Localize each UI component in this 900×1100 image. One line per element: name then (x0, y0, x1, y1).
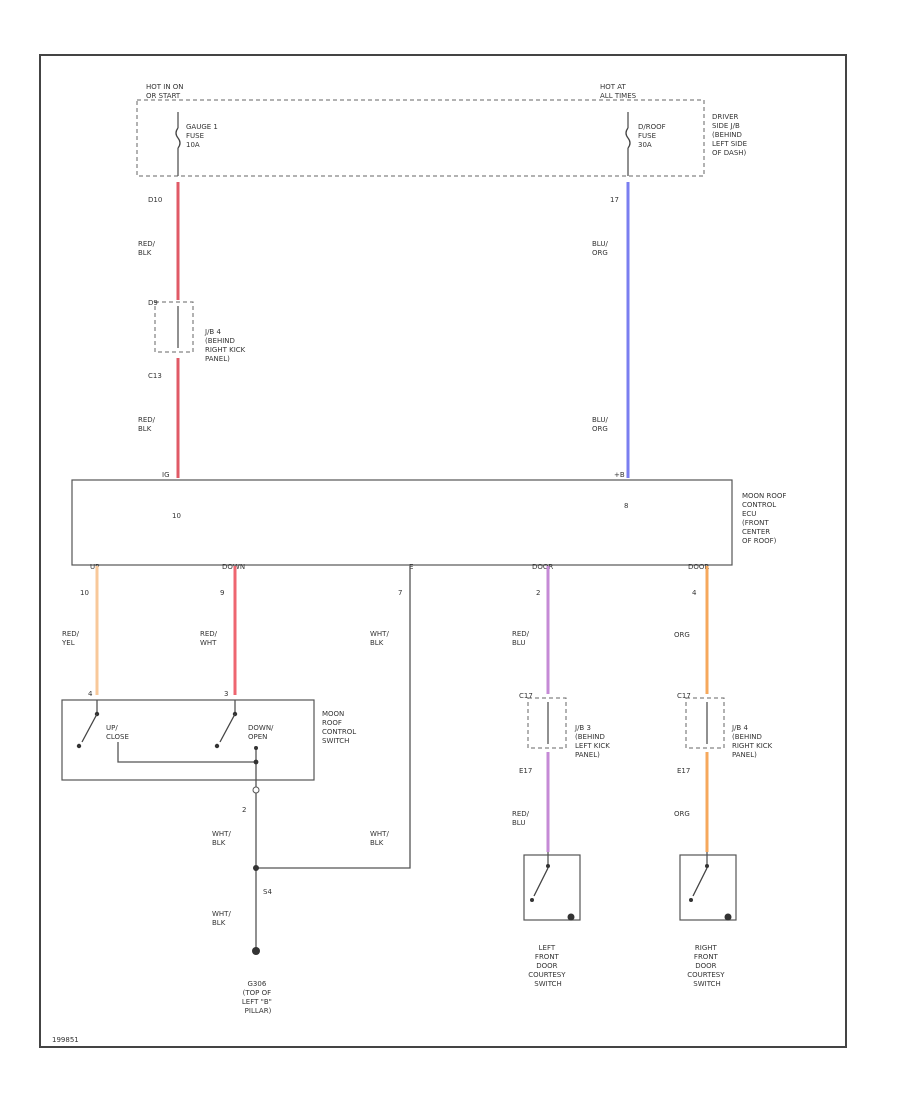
pin-17: 17 (610, 196, 619, 204)
up-close-label: UP/ CLOSE (106, 724, 129, 741)
right-front-door-courtesy-switch: RIGHT FRONT DOOR COURTESY SWITCH (679, 852, 737, 988)
droof-fuse-label: D/ROOF FUSE 30A (638, 123, 668, 149)
ground-label: G306 (TOP OF LEFT "B" PILLAR) (242, 980, 274, 1015)
jb4-right-kick-lower: C17 J/B 4 (BEHIND RIGHT KICK PANEL) E17 (677, 692, 774, 775)
ecu-label: MOON ROOF CONTROL ECU (FRONT CENTER OF R… (742, 492, 789, 545)
switch-pin-gnd: 2 (242, 806, 246, 814)
jb3-label: J/B 3 (BEHIND LEFT KICK PANEL) (574, 724, 612, 759)
wht-blk-label-ground: WHT/ BLK (212, 910, 233, 927)
driver-side-jb-label: DRIVER SIDE J/B (BEHIND LEFT SIDE OF DAS… (712, 113, 749, 157)
hot-in-on-label: HOT IN ON OR START (146, 83, 186, 100)
jb4b-pin-top: C17 (677, 692, 691, 700)
ecu-out-pin-9: 9 (220, 589, 224, 597)
ecu-out-pin-10: 10 (80, 589, 89, 597)
wht-blk-label-switch: WHT/ BLK (212, 830, 233, 847)
blu-org-label-upper: BLU/ ORG (592, 240, 610, 257)
right-door-switch-label: RIGHT FRONT DOOR COURTESY SWITCH (687, 944, 727, 988)
switch-ground-pin (252, 786, 260, 794)
hot-at-all-times-label: HOT AT ALL TIMES (600, 83, 637, 100)
gauge-fuse-label: GAUGE 1 FUSE 10A (186, 123, 220, 149)
red-wht-label: RED/ WHT (200, 630, 219, 647)
wht-blk-label-right: WHT/ BLK (370, 830, 391, 847)
red-blu-label-upper: RED/ BLU (512, 630, 531, 647)
splice-s4 (253, 865, 259, 871)
ecu-out-door-left: DOOR (532, 563, 553, 571)
ecu-out-up: UP (90, 563, 99, 571)
org-label-upper: ORG (674, 631, 690, 639)
ground-g306 (252, 947, 260, 955)
ecu-out-pin-4: 4 (692, 589, 697, 597)
ecu-out-pin-7: 7 (398, 589, 402, 597)
jb4b-pin-bottom: E17 (677, 767, 690, 775)
ecu-pin-10: 10 (172, 512, 181, 520)
moon-roof-control-ecu: IG +B 10 8 MOON ROOF CONTROL ECU (FRONT … (71, 471, 789, 597)
diagram-frame (39, 54, 847, 1048)
ecu-out-e: E (409, 563, 413, 571)
switch-pin-down: 3 (224, 690, 228, 698)
down-open-label: DOWN/ OPEN (248, 724, 276, 741)
ecu-conn-ig: IG (162, 471, 170, 479)
wht-blk-label-upper: WHT/ BLK (370, 630, 391, 647)
red-blu-label-lower: RED/ BLU (512, 810, 531, 827)
switch-pin-up: 4 (88, 690, 93, 698)
diagram-reference-number: 199851 (52, 1036, 79, 1044)
splice-label: S4 (263, 888, 272, 896)
ecu-conn-b: +B (614, 471, 625, 479)
ecu-out-pin-2: 2 (536, 589, 540, 597)
switch-label: MOON ROOF CONTROL SWITCH (322, 710, 358, 745)
red-yel-label: RED/ YEL (61, 630, 81, 647)
org-label-lower: ORG (674, 810, 690, 818)
jb3-left-kick: C17 J/B 3 (BEHIND LEFT KICK PANEL) E17 (519, 692, 612, 775)
driver-side-junction-block: HOT IN ON OR START HOT AT ALL TIMES GAUG… (136, 83, 749, 177)
ig-feed-circuit: D10 RED/ BLK D9 J/B 4 (BEHIND RIGHT KICK… (138, 182, 247, 478)
red-blk-label-lower: RED/ BLK (138, 416, 157, 433)
jb3-pin-bottom: E17 (519, 767, 532, 775)
jb3-pin-top: C17 (519, 692, 533, 700)
moon-roof-control-switch: 4 3 UP/ CLOSE DOWN/ OPEN MOON ROOF CONTR… (61, 690, 358, 814)
left-door-switch-label: LEFT FRONT DOOR COURTESY SWITCH (528, 944, 568, 988)
ecu-pin-8: 8 (624, 502, 628, 510)
red-blk-label-upper: RED/ BLK (138, 240, 157, 257)
jb4b-label: J/B 4 (BEHIND RIGHT KICK PANEL) (731, 724, 774, 759)
pin-c13: C13 (148, 372, 162, 380)
pin-d9: D9 (148, 299, 158, 307)
left-front-door-courtesy-switch: LEFT FRONT DOOR COURTESY SWITCH (523, 852, 581, 988)
wht-blk-wire-e (256, 566, 411, 869)
pin-d10: D10 (148, 196, 162, 204)
ecu-out-door-right: DOOR (688, 563, 709, 571)
battery-feed-circuit: 17 BLU/ ORG BLU/ ORG (592, 182, 630, 478)
jb4-right-kick-label: J/B 4 (BEHIND RIGHT KICK PANEL) (204, 328, 247, 363)
blu-org-label-lower: BLU/ ORG (592, 416, 610, 433)
